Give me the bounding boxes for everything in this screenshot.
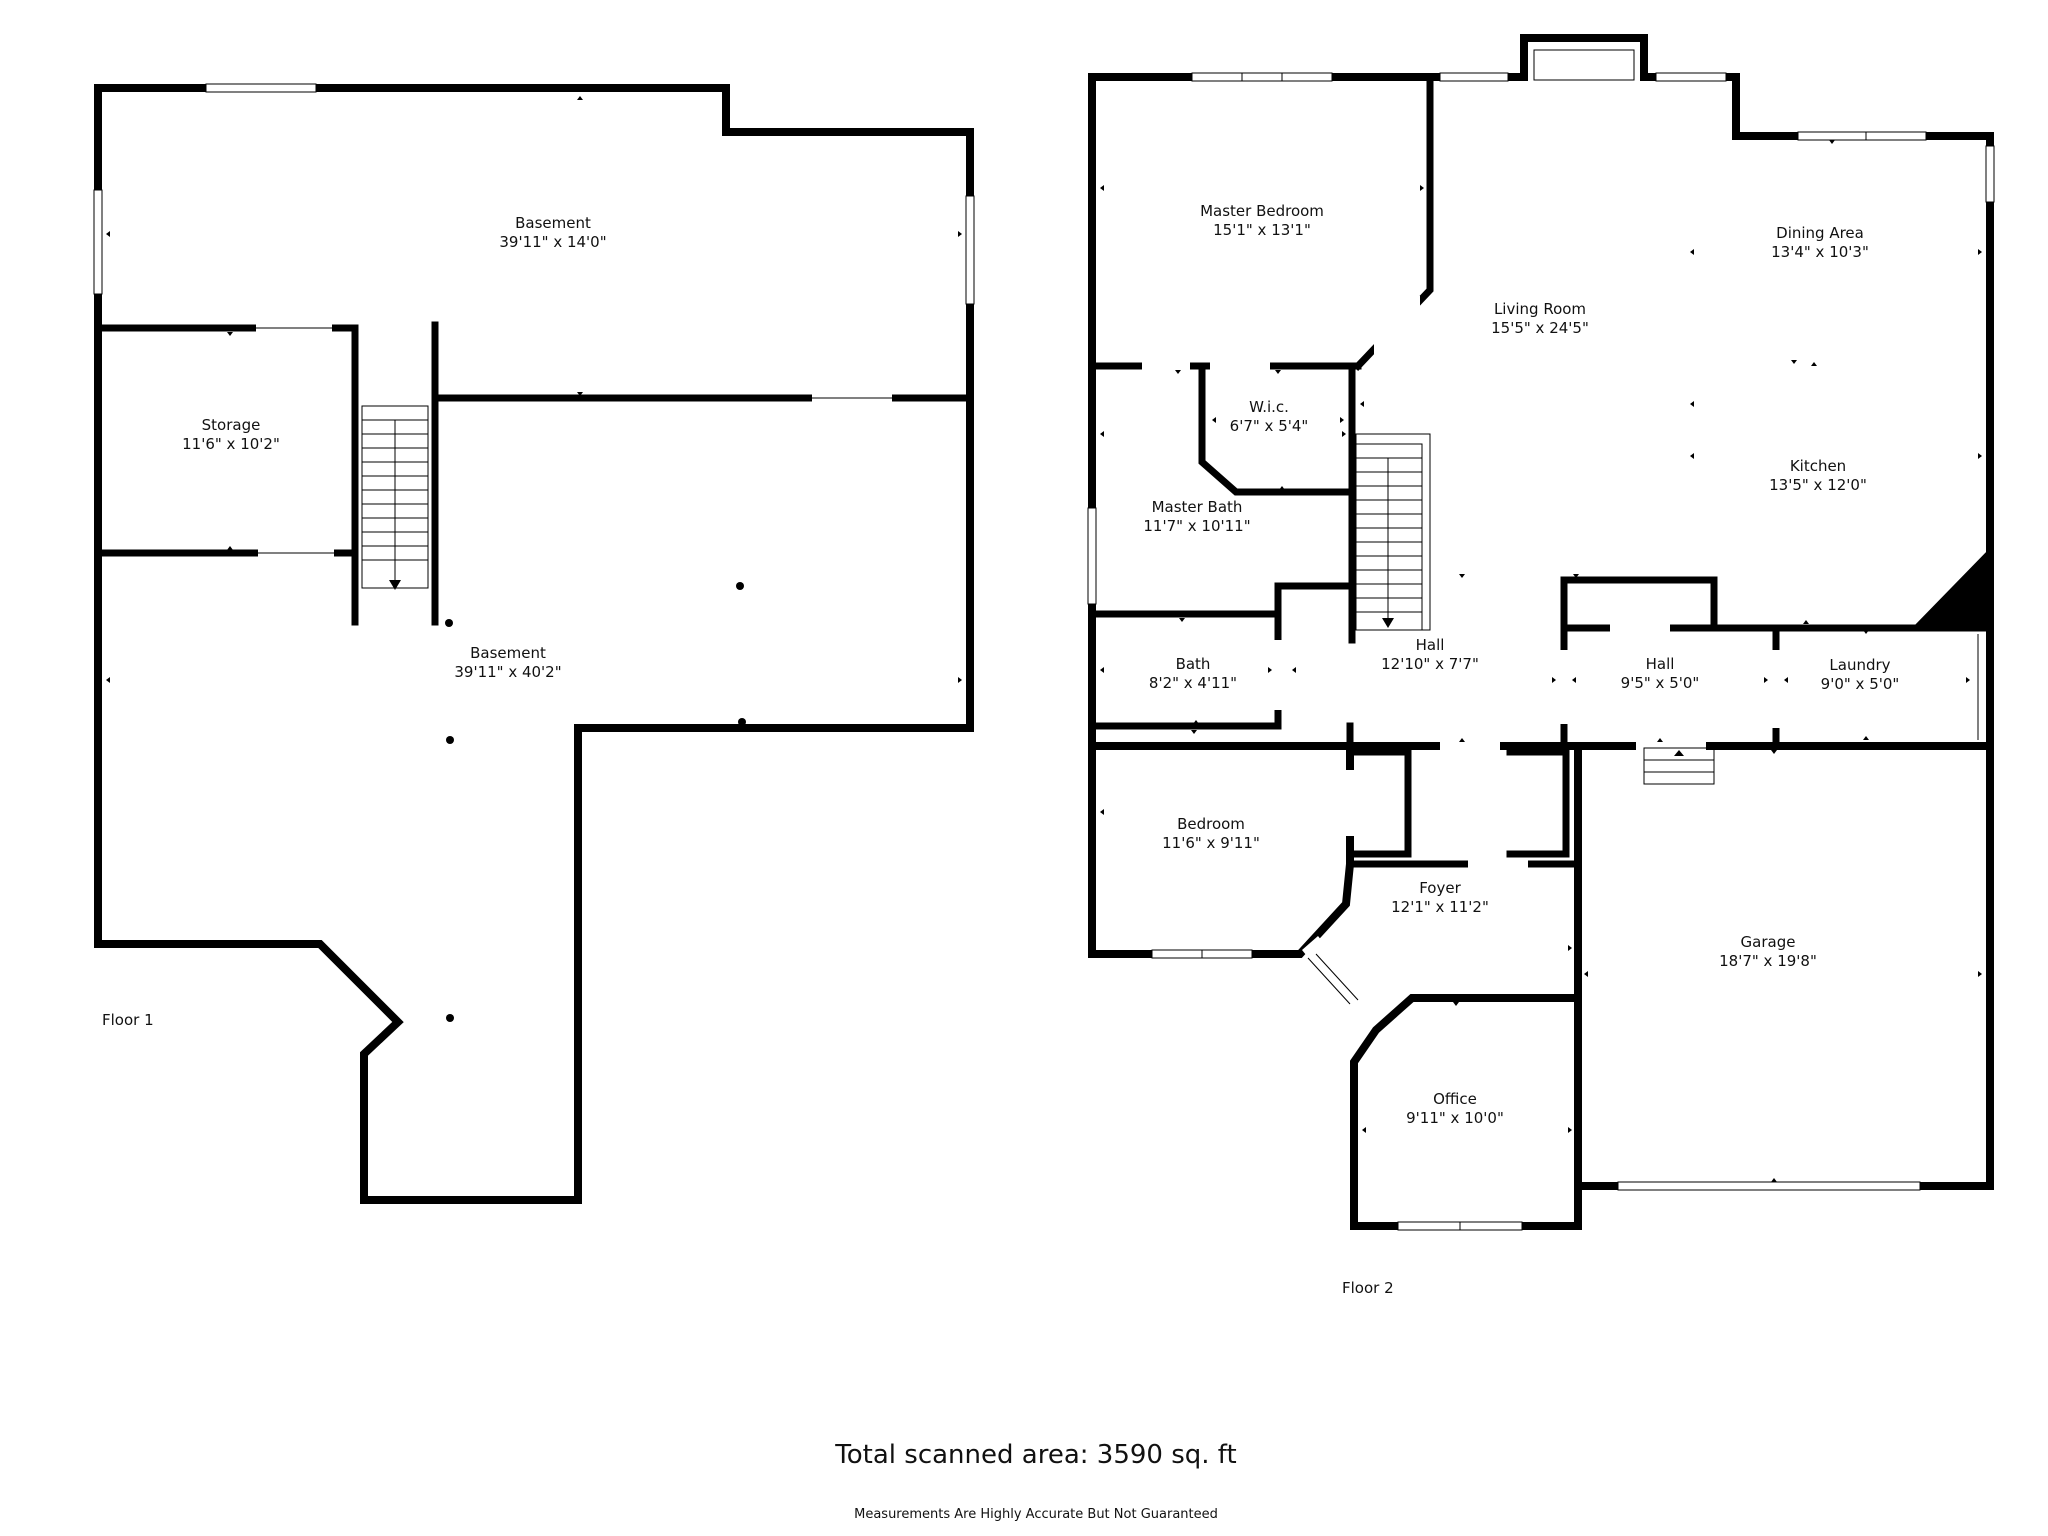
garage-steps bbox=[1643, 747, 1715, 785]
door-opening bbox=[1284, 721, 1346, 731]
window bbox=[1191, 72, 1333, 82]
room-dimensions: 13'4" x 10'3" bbox=[1771, 243, 1869, 261]
room-dimensions: 12'1" x 11'2" bbox=[1391, 898, 1489, 916]
door-opening bbox=[1559, 650, 1569, 724]
door-opening bbox=[1440, 741, 1500, 751]
interior-wall bbox=[1274, 582, 1356, 618]
floor-2-label: Floor 2 bbox=[1342, 1279, 1394, 1297]
door-opening bbox=[1636, 741, 1706, 751]
floor-2-plan bbox=[1087, 34, 1995, 1231]
room-dimensions: 18'7" x 19'8" bbox=[1719, 952, 1817, 970]
door-opening bbox=[1374, 296, 1420, 356]
room-name: Hall bbox=[1646, 655, 1675, 673]
door-opening bbox=[1610, 623, 1670, 633]
room-dimensions: 15'1" x 13'1" bbox=[1213, 221, 1311, 239]
room-name: Bath bbox=[1176, 655, 1211, 673]
room-name: Bedroom bbox=[1177, 815, 1245, 833]
window bbox=[1439, 72, 1509, 82]
room-dimensions: 12'10" x 7'7" bbox=[1381, 655, 1479, 673]
stairs bbox=[361, 405, 429, 590]
door-opening bbox=[1142, 361, 1190, 371]
room-dimensions: 11'6" x 9'11" bbox=[1162, 834, 1260, 852]
door-opening bbox=[1340, 770, 1360, 836]
room-dimensions: 13'5" x 12'0" bbox=[1769, 476, 1867, 494]
counter-corner bbox=[1912, 548, 1990, 628]
column bbox=[736, 582, 744, 590]
room-dimensions: 9'11" x 10'0" bbox=[1406, 1109, 1504, 1127]
interior-wall bbox=[1346, 748, 1412, 858]
column bbox=[445, 619, 453, 627]
window bbox=[205, 83, 317, 93]
floor-2-outer-wall bbox=[1350, 994, 1582, 1230]
room-name: Master Bath bbox=[1152, 498, 1243, 516]
room-dimensions: 6'7" x 5'4" bbox=[1230, 417, 1309, 435]
interior-wall bbox=[1560, 576, 1718, 632]
room-dimensions: 15'5" x 24'5" bbox=[1491, 319, 1589, 337]
room-dimensions: 11'6" x 10'2" bbox=[182, 435, 280, 453]
room-name: Office bbox=[1433, 1090, 1477, 1108]
disclaimer: Measurements Are Highly Accurate But Not… bbox=[854, 1507, 1218, 1522]
room-name: W.i.c. bbox=[1249, 398, 1289, 416]
room-dimensions: 39'11" x 40'2" bbox=[454, 663, 561, 681]
interior-wall bbox=[1506, 748, 1570, 858]
room-name: Kitchen bbox=[1790, 457, 1846, 475]
floor-2-outer-wall bbox=[1088, 34, 1994, 750]
room-name: Hall bbox=[1416, 636, 1445, 654]
room-dimensions: 9'0" x 5'0" bbox=[1821, 675, 1900, 693]
door-opening bbox=[362, 323, 428, 333]
window bbox=[1617, 1181, 1921, 1191]
door-opening bbox=[1302, 936, 1362, 1004]
room-name: Laundry bbox=[1829, 656, 1890, 674]
room-name: Garage bbox=[1741, 933, 1796, 951]
window bbox=[1655, 72, 1727, 82]
room-name: Basement bbox=[470, 644, 546, 662]
window bbox=[965, 195, 975, 305]
room-dimensions: 39'11" x 14'0" bbox=[499, 233, 606, 251]
door-opening bbox=[1771, 650, 1781, 728]
door-opening bbox=[1210, 361, 1270, 371]
window bbox=[1087, 507, 1097, 605]
column bbox=[446, 1014, 454, 1022]
room-dimensions: 8'2" x 4'11" bbox=[1149, 674, 1237, 692]
room-name: Foyer bbox=[1419, 879, 1461, 897]
total-area: Total scanned area: 3590 sq. ft bbox=[834, 1440, 1236, 1470]
floor-1-outer-wall bbox=[94, 84, 974, 1204]
stairs bbox=[1355, 433, 1431, 631]
room-dimensions: 11'7" x 10'11" bbox=[1143, 517, 1250, 535]
window bbox=[1797, 131, 1927, 141]
column bbox=[446, 736, 454, 744]
window bbox=[93, 189, 103, 295]
door-opening bbox=[1282, 620, 1344, 630]
room-name: Dining Area bbox=[1776, 224, 1864, 242]
room-name: Master Bedroom bbox=[1200, 202, 1324, 220]
door-opening bbox=[1468, 859, 1528, 869]
door-opening bbox=[1274, 640, 1284, 710]
room-dimensions: 9'5" x 5'0" bbox=[1621, 674, 1700, 692]
floor-1-label: Floor 1 bbox=[102, 1011, 154, 1029]
column bbox=[738, 718, 746, 726]
window bbox=[1985, 145, 1995, 203]
room-name: Storage bbox=[202, 416, 261, 434]
room-name: Basement bbox=[515, 214, 591, 232]
room-name: Living Room bbox=[1494, 300, 1586, 318]
floor-1-plan bbox=[93, 83, 975, 1204]
